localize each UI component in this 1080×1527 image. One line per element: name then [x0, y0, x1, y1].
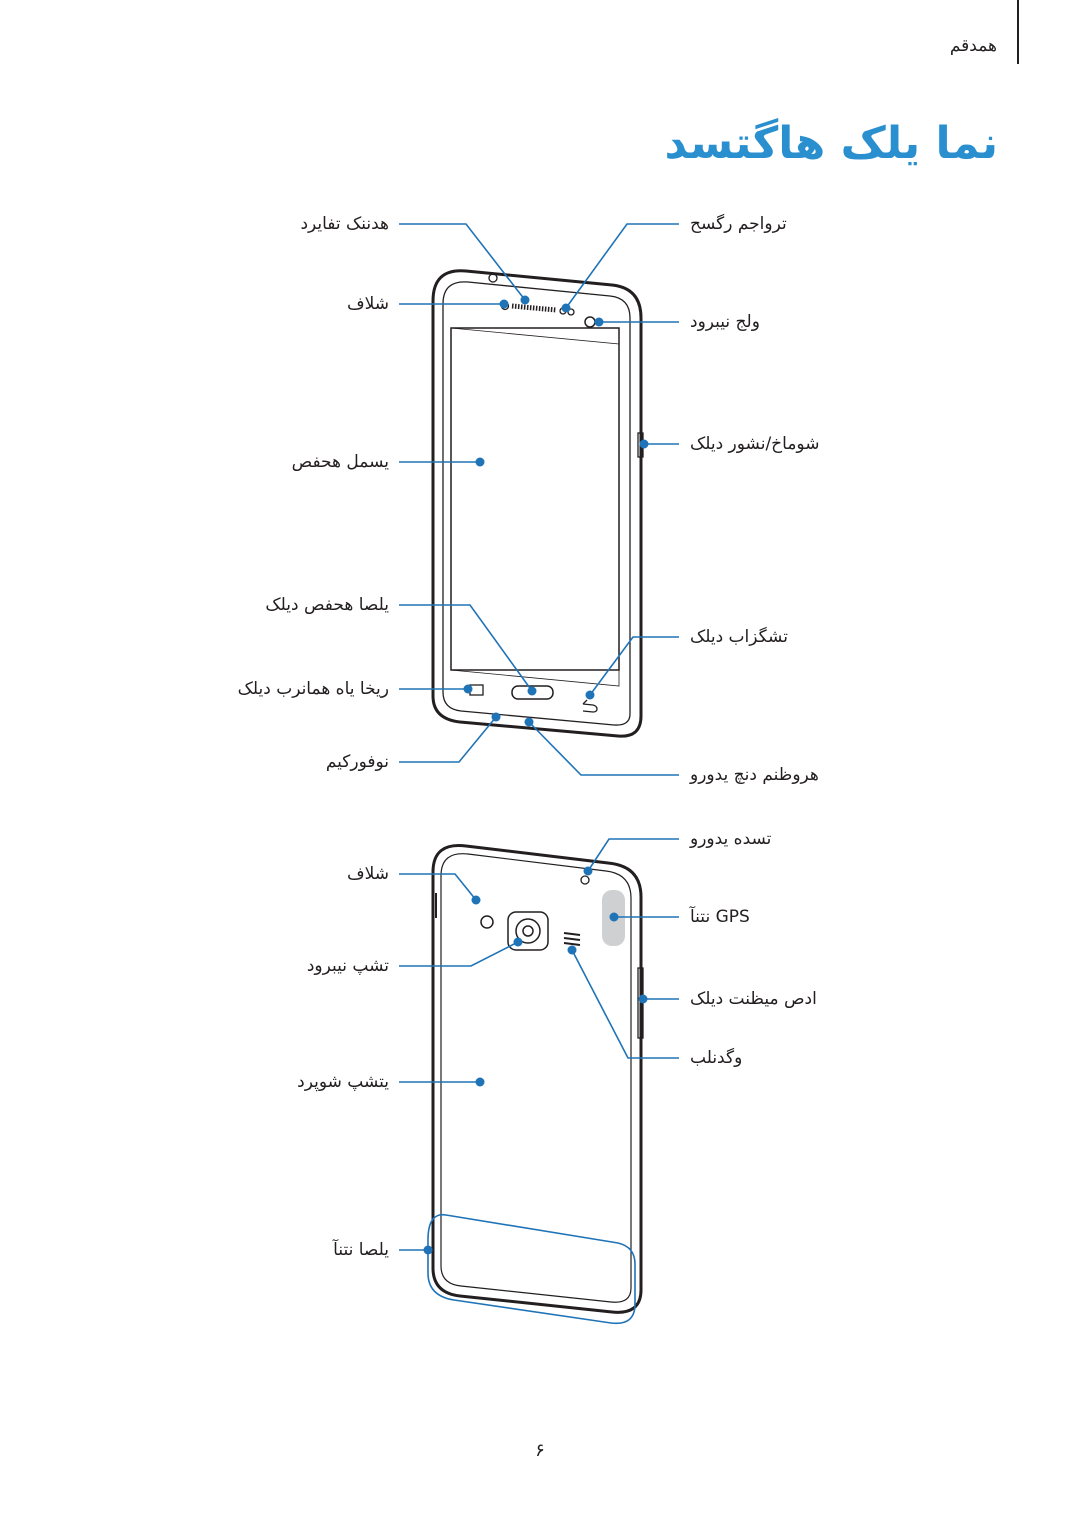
- label-front-camera: ولج نیبرود: [690, 312, 760, 332]
- callout-line-speaker: [571, 949, 679, 1059]
- dot-back: [585, 690, 595, 700]
- dot-recent: [463, 684, 473, 694]
- front-home-key: [511, 685, 554, 700]
- antenna-region-outline: [427, 1213, 636, 1325]
- back-camera-frame: [507, 911, 549, 951]
- label-recent-apps-key: ریخا یاه همانرب دیلک: [237, 679, 389, 699]
- front-speaker-grille: [511, 303, 557, 313]
- label-gps-antenna: GPS نتنآ: [690, 907, 750, 927]
- label-volume-power-key: شوماخ/نشور دیلک: [690, 434, 820, 454]
- label-touchscreen: یسمل هحفص: [291, 452, 389, 472]
- page-number: ۶: [535, 1440, 545, 1461]
- dot-headset: [583, 866, 593, 876]
- label-front-flash: شلاف: [346, 294, 389, 314]
- label-multipurpose-jack: هروظنم دنچ یدورو: [690, 765, 819, 785]
- dot-mic: [491, 712, 501, 722]
- label-home-key: یلصا هحفص دیلک: [265, 595, 389, 615]
- dot-usb: [524, 717, 534, 727]
- front-bezel-outline: [442, 281, 631, 726]
- dot-antenna: [423, 1245, 433, 1255]
- dot-flash-front: [499, 299, 509, 309]
- back-speaker-line-3: [563, 942, 581, 946]
- dot-speaker: [567, 945, 577, 955]
- label-back-key: تشگزاب دیلک: [690, 627, 788, 647]
- front-camera-lens: [584, 316, 596, 328]
- back-inner-outline: [440, 853, 632, 1303]
- callout-line-proximity: [399, 223, 526, 301]
- section-header: همدقم: [949, 36, 997, 56]
- front-back-key-icon: [582, 699, 598, 713]
- back-headset-jack: [580, 875, 590, 885]
- front-screen-edge: [450, 327, 620, 687]
- callout-line-light: [565, 223, 679, 309]
- back-speaker-line-1: [563, 932, 581, 936]
- dot-cover: [475, 1077, 485, 1087]
- dot-light: [561, 303, 571, 313]
- label-speaker: وگدنلب: [690, 1048, 743, 1068]
- dot-power: [639, 439, 649, 449]
- header-rule: [1017, 0, 1019, 64]
- callout-line-headset: [587, 838, 679, 872]
- callout-dots: [423, 295, 649, 1255]
- label-headset-jack: تسده یدورو: [690, 829, 772, 849]
- back-speaker-line-2: [563, 937, 581, 941]
- dot-gps: [609, 912, 619, 922]
- callout-line-flash-back: [399, 873, 477, 901]
- dot-rear-camera: [513, 937, 523, 947]
- label-main-antenna: یلصا نتنآ: [333, 1240, 389, 1260]
- callout-line-usb: [528, 721, 679, 776]
- label-light-sensor: ترواجم رگسح: [690, 214, 787, 234]
- dot-home: [527, 686, 537, 696]
- front-body-outline: [431, 269, 643, 738]
- label-back-cover: یتشپ شوپرد: [297, 1072, 389, 1092]
- label-volume-key: ادص میظنت دیلک: [690, 989, 817, 1009]
- callout-line-mic: [399, 716, 497, 763]
- back-flash: [480, 915, 494, 929]
- back-body-outline: [431, 844, 643, 1314]
- label-microphone: نوفورکیم: [325, 752, 389, 772]
- callout-line-home: [399, 604, 533, 692]
- callout-line-back: [589, 636, 679, 696]
- callout-lines: [399, 223, 679, 1325]
- label-proximity-sensor: هدننک تفایرد: [300, 214, 389, 234]
- back-camera-ring: [515, 918, 541, 944]
- front-screen: [450, 327, 620, 671]
- page-title: نما یلک هاگتسد: [664, 118, 998, 169]
- back-camera-lens: [522, 925, 534, 937]
- dot-touchscreen: [475, 457, 485, 467]
- dot-volume: [638, 994, 648, 1004]
- label-back-flash: شلاف: [346, 864, 389, 884]
- top-jack: [488, 273, 498, 283]
- dot-camera: [594, 317, 604, 327]
- callout-line-rear-camera: [399, 941, 519, 967]
- dot-proximity: [520, 295, 530, 305]
- dot-flash-back: [471, 895, 481, 905]
- label-rear-camera: تشپ نیبرود: [306, 956, 389, 976]
